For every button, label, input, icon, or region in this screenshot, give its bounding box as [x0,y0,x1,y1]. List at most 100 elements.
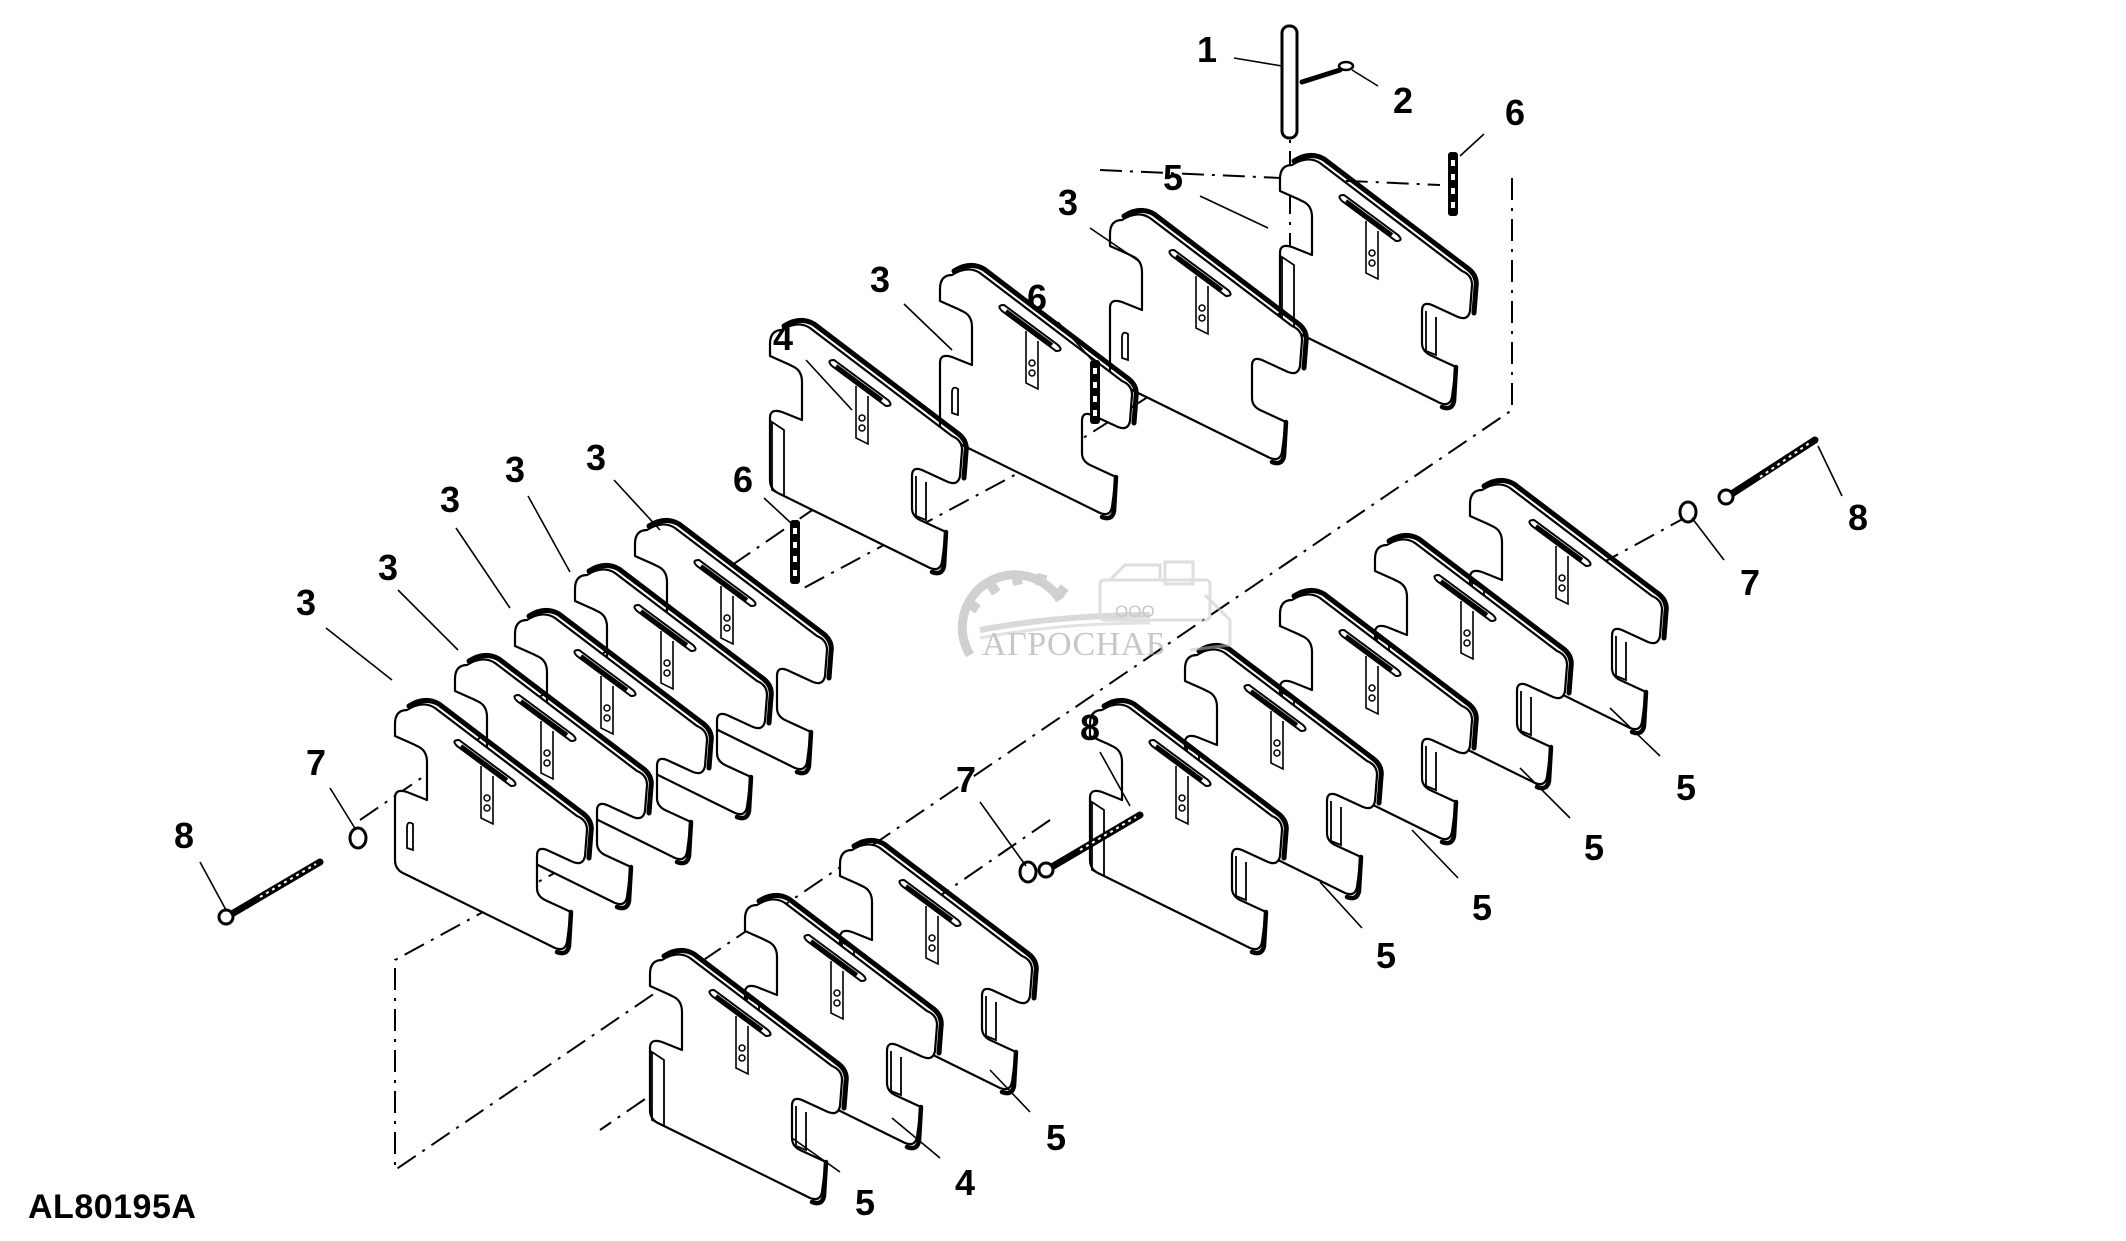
leader-line-3 [397,589,459,651]
plate-slot [513,693,577,743]
spring-pin-part-2 [1299,60,1355,85]
plate-hole [1368,694,1376,702]
plate-hole [1028,359,1036,367]
weight-plate-3-upper-row-3 [938,263,1139,521]
plate-stem [1195,276,1209,336]
plate-side-edge [614,864,634,911]
plate-slot-shadow [1154,744,1204,782]
plate-notch-lug [1425,746,1437,792]
leader-line-6 [763,497,793,525]
plate-side-edge [1439,364,1459,411]
leader-line-5 [989,1069,1031,1113]
leader-line-5 [1199,195,1269,229]
leader-line-3 [455,527,511,609]
plate-stem [660,631,674,691]
plate-top-edge [781,318,969,481]
plate-stem [855,386,869,446]
plate-hole [1463,639,1471,647]
plate-hole [1463,629,1471,637]
bolt-part-8-1 [217,858,324,926]
leader-line-3 [325,627,393,681]
leader-line-7 [1691,517,1725,561]
plate-top-edge [1121,208,1309,371]
watermark-logo: ООО АГРОСНАБ [950,560,1240,680]
plate-side-edge [1269,419,1289,466]
leader-line-3 [613,479,661,531]
callout-5: 5 [1676,767,1696,808]
figure-id: AL80195A [28,1188,197,1226]
plate-small-slot [951,386,959,417]
plate-notch-lug [1330,801,1342,847]
plate-hole [928,934,936,942]
plate-slot [1528,518,1592,568]
plate-slot-shadow [834,364,884,402]
plate-stem [830,961,844,1021]
pin-part-1 [1280,24,1299,140]
plate-side-edge [554,909,574,956]
plate-hole [543,749,551,757]
callout-5: 5 [1046,1117,1066,1158]
plate-hole [858,414,866,422]
plate-top-edge [951,263,1139,426]
callout-3: 3 [870,259,890,300]
plate-stem [1175,766,1189,826]
plate-top-edge [1101,698,1289,861]
callout-5: 5 [1376,935,1396,976]
plate-lug [1091,800,1105,878]
plate-slot [898,878,962,928]
plate-hole [663,659,671,667]
bolt-part-8-2 [1037,811,1144,879]
plate-notch-lug [1425,311,1437,357]
callout-4: 4 [955,1162,975,1203]
plate-notch-lug [1615,636,1627,682]
leader-line-1 [1233,57,1283,67]
plate-stem [600,676,614,736]
plate-slot [708,988,772,1038]
plate-slot [1433,573,1497,623]
plate-top-edge [661,948,849,1111]
plate-hole [738,1054,746,1062]
leader-line-7 [329,787,357,831]
callout-3: 3 [586,437,606,478]
leader-line-8 [1099,751,1131,807]
plate-hole [483,804,491,812]
plate-notch-lug [1235,856,1247,902]
lock-strap-part-6-1 [1448,152,1458,216]
plate-stem [480,766,494,826]
callout-6: 6 [733,459,753,500]
plate-hole [1368,684,1376,692]
plate-slot [1338,628,1402,678]
plate-slot-shadow [1249,689,1299,727]
callout-3: 3 [505,449,525,490]
plate-stem [1270,711,1284,771]
plate-side-edge [809,1159,829,1206]
weight-plate-3-upper-row-2 [1108,208,1309,466]
plate-slot-shadow [1344,634,1394,672]
plate-hole [928,944,936,952]
plate-slot-shadow [699,564,749,602]
leader-line-5 [1411,829,1459,879]
plate-hole [1178,804,1186,812]
plate-side-edge [1629,689,1649,736]
plate-top-edge [1481,478,1669,641]
plate-hole [603,704,611,712]
plate-top-edge [406,698,594,861]
callout-5: 5 [1584,827,1604,868]
leader-line-8 [1817,445,1843,497]
plate-slot-shadow [459,744,509,782]
plate-notch-lug [890,1051,902,1097]
callout-8: 8 [174,815,194,856]
plate-slot [1243,683,1307,733]
washer-part-7-2 [1018,860,1038,884]
plate-hole [483,794,491,802]
plate-slot [1168,248,1232,298]
plate-stem [1365,221,1379,281]
leader-line-4 [805,359,853,411]
plate-stem [540,721,554,781]
plate-hole [1273,749,1281,757]
callout-leader-lines [199,57,1843,1173]
plate-top-edge [851,838,1039,1001]
plate-top-edge [646,518,834,681]
